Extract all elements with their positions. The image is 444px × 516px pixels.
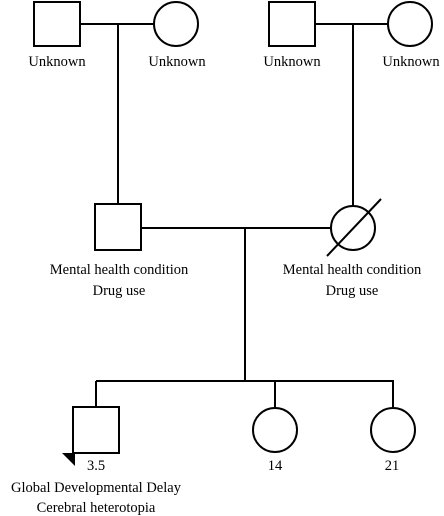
sibling1-symbol [252, 407, 298, 453]
maternal-grandparents: Unknown Unknown [263, 1, 440, 206]
deceased-slash [326, 198, 382, 257]
paternal-grandfather-label: Unknown [28, 54, 86, 70]
children: 3.5 14 21 Global Developmental Delay Cer… [11, 380, 416, 516]
mother-drug-label: Drug use [326, 283, 379, 299]
parents: Mental health condition Drug use Mental … [50, 198, 422, 381]
mother-condition-label: Mental health condition [283, 262, 422, 278]
sibling2-age: 21 [385, 458, 400, 474]
father-condition-label: Mental health condition [50, 262, 189, 278]
proband-arrow-icon [62, 453, 75, 466]
paternal-grandparents: Unknown Unknown [28, 1, 206, 204]
proband-age: 3.5 [87, 458, 105, 474]
maternal-grandfather-label: Unknown [263, 54, 321, 70]
maternal-grandmother-label: Unknown [382, 54, 440, 70]
proband-diagnosis-2: Cerebral heterotopia [37, 500, 156, 516]
proband-diagnosis-1: Global Developmental Delay [11, 480, 182, 496]
proband-symbol [72, 406, 120, 454]
maternal-grandmother-symbol [387, 1, 433, 47]
sibling2-symbol [370, 407, 416, 453]
sibling1-age: 14 [268, 458, 283, 474]
maternal-grandfather-symbol [268, 1, 316, 47]
paternal-grandfather-symbol [33, 1, 81, 47]
paternal-grandmother-label: Unknown [148, 54, 206, 70]
father-drug-label: Drug use [93, 283, 146, 299]
father-symbol [94, 203, 142, 251]
paternal-grandmother-symbol [153, 1, 199, 47]
